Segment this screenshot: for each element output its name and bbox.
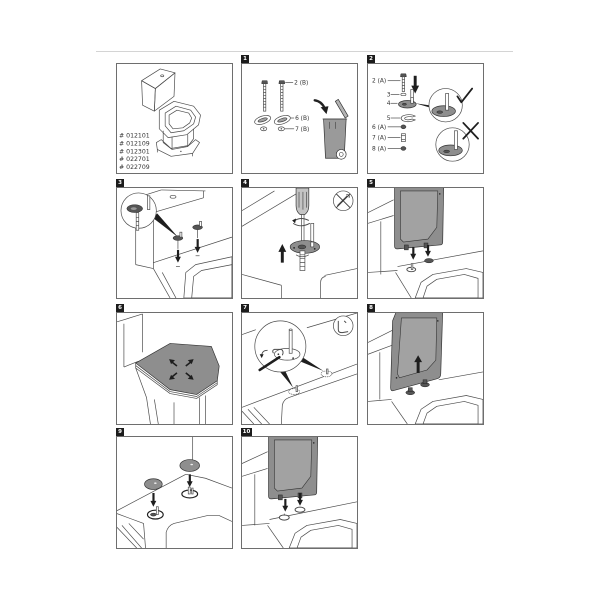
bolt-icon bbox=[400, 73, 407, 92]
dotted-ring-icon bbox=[288, 368, 333, 395]
bolt-icon bbox=[278, 80, 286, 112]
washer-icon bbox=[400, 92, 407, 97]
seat-lid-icon bbox=[394, 188, 444, 251]
step-badge: 2 bbox=[367, 55, 375, 63]
down-arrow-icon bbox=[282, 492, 303, 512]
toilet-surface-outline bbox=[117, 437, 232, 548]
product-code: # 012109 bbox=[119, 141, 150, 148]
hinge-mount-icon bbox=[406, 258, 434, 273]
expand-arrows-icon bbox=[169, 359, 194, 380]
toilet-outline bbox=[117, 313, 206, 424]
callout-label: 2 (B) bbox=[294, 81, 308, 87]
up-arrow-icon bbox=[414, 355, 423, 373]
step-6-panel bbox=[116, 312, 233, 425]
checkmark-icon bbox=[456, 87, 474, 104]
seat-closed-icon bbox=[135, 343, 220, 399]
product-code: # 022709 bbox=[119, 164, 150, 171]
step-1-panel: 2 (B) 6 (B) 7 (B) bbox=[241, 63, 358, 174]
step-badge: 3 bbox=[116, 179, 124, 187]
step-badge: 10 bbox=[241, 428, 252, 436]
toilet-outline bbox=[368, 329, 483, 424]
step-2-panel: 2 (A) 3 4 5 6 (A) 7 (A) bbox=[367, 63, 484, 174]
bolt-icon bbox=[261, 80, 268, 112]
pointer-icon bbox=[279, 356, 324, 388]
seat-lid-icon bbox=[390, 313, 443, 392]
hinge-mount-icon bbox=[405, 379, 430, 395]
step-10-panel bbox=[241, 436, 358, 549]
nut-icon bbox=[400, 124, 407, 130]
callout-label: 4 bbox=[387, 101, 391, 107]
rotate-icon bbox=[292, 217, 311, 227]
cross-icon bbox=[462, 122, 479, 140]
up-arrow-icon bbox=[278, 243, 287, 263]
callout-label: 6 (A) bbox=[372, 125, 386, 131]
hinge-mount-icon bbox=[146, 486, 199, 520]
toilet-icon: # 012101 # 012109 # 012301 # 022701 # 02… bbox=[119, 68, 201, 171]
seat-lid-icon bbox=[268, 437, 318, 501]
callout-label: 7 (A) bbox=[372, 136, 386, 142]
bolt-icon bbox=[295, 250, 310, 271]
washer-icon bbox=[254, 115, 291, 125]
step-badge: 4 bbox=[241, 179, 249, 187]
wrench-icon bbox=[258, 348, 284, 372]
step-badge: 9 bbox=[116, 428, 124, 436]
down-arrow-icon bbox=[174, 239, 201, 263]
spacer-icon bbox=[401, 133, 406, 142]
no-tool-icon bbox=[333, 190, 354, 211]
curved-arrow-icon bbox=[313, 99, 329, 115]
toilet-illustration bbox=[141, 68, 201, 157]
hinge-plate-icon bbox=[398, 89, 417, 109]
cover-cap-icon bbox=[278, 506, 306, 521]
incorrect-detail-circle bbox=[435, 127, 470, 162]
step-8-panel bbox=[367, 312, 484, 425]
down-arrow-icon bbox=[410, 244, 431, 260]
toilet-surface-outline bbox=[242, 313, 357, 424]
bolt-assembly-icon bbox=[172, 221, 203, 249]
step-5-panel bbox=[367, 187, 484, 299]
step-badge: 5 bbox=[367, 179, 375, 187]
product-code: # 012101 bbox=[119, 133, 150, 140]
down-arrow-icon bbox=[150, 474, 193, 507]
toilet-outline bbox=[242, 451, 357, 548]
callout-label: 8 (A) bbox=[372, 146, 386, 152]
nut-icon bbox=[400, 146, 407, 151]
step-9-panel bbox=[116, 436, 233, 549]
trash-bin-icon bbox=[322, 98, 349, 160]
product-code: # 012301 bbox=[119, 148, 150, 155]
pointer-icon bbox=[415, 103, 429, 108]
callout-label: 2 (A) bbox=[372, 79, 386, 85]
hinge-plate-icon bbox=[289, 240, 320, 254]
callout-label: 6 (B) bbox=[295, 116, 309, 122]
step-4-panel bbox=[241, 187, 358, 299]
step-7-panel bbox=[241, 312, 358, 425]
clip-icon bbox=[400, 114, 417, 123]
screwdriver-icon bbox=[295, 188, 310, 247]
down-arrow-icon bbox=[411, 75, 420, 94]
step-badge: 8 bbox=[367, 304, 375, 312]
nut-icon bbox=[260, 126, 285, 132]
step-badge: 6 bbox=[116, 304, 124, 312]
callout-label: 3 bbox=[387, 92, 391, 98]
magnifier-detail-icon bbox=[254, 320, 307, 373]
correct-detail-circle bbox=[428, 88, 463, 123]
toilet-outline bbox=[368, 199, 483, 298]
step-badge: 7 bbox=[241, 304, 249, 312]
callout-label: 7 (B) bbox=[295, 127, 309, 133]
step-3-panel bbox=[116, 187, 233, 299]
magnifier-detail-icon bbox=[120, 192, 178, 238]
step-badge: 1 bbox=[241, 55, 249, 63]
tool-hint-icon bbox=[333, 315, 354, 336]
overview-panel: # 012101 # 012109 # 012301 # 022701 # 02… bbox=[116, 63, 233, 174]
toilet-surface-outline bbox=[242, 190, 357, 298]
cover-cap-icon bbox=[144, 459, 200, 490]
top-separator-line bbox=[96, 51, 513, 52]
callout-label: 5 bbox=[387, 116, 391, 122]
product-code: # 022701 bbox=[119, 156, 150, 163]
